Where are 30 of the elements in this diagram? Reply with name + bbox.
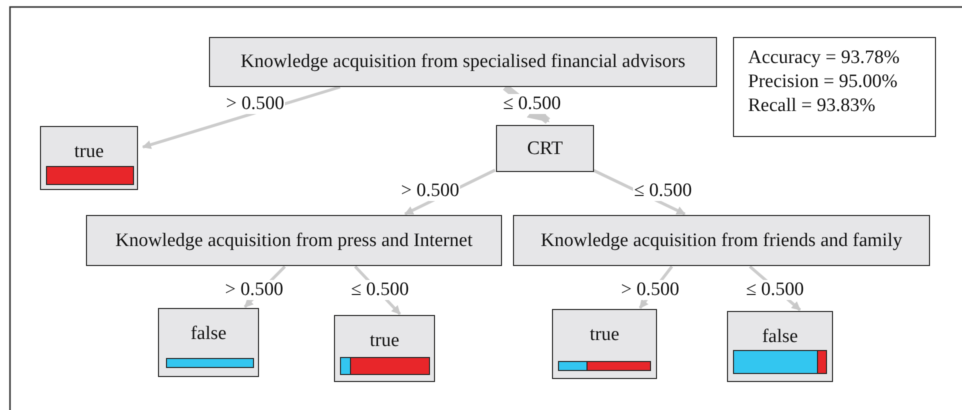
edge-label: ≤ 0.500: [502, 94, 562, 114]
metrics-box: [733, 37, 936, 137]
edge-label: ≤ 0.500: [350, 280, 410, 300]
leaf-node-box: [334, 315, 435, 382]
leaf-node-box: [727, 311, 833, 382]
leaf-node-box: [158, 308, 259, 377]
edge-label: > 0.500: [620, 280, 680, 300]
node-label: Knowledge acquisition from specialised financial advisors: [240, 51, 686, 73]
metric-text: Accuracy = 93.78%: [748, 46, 901, 70]
node-label: Knowledge acquisition from friends and family: [540, 230, 902, 252]
split-node-box: [513, 215, 930, 266]
edge-label: > 0.500: [225, 94, 286, 114]
node-label: true: [368, 330, 400, 352]
node-label: true: [73, 141, 105, 163]
split-node-box: [209, 37, 717, 87]
node-label: Knowledge acquisition from press and Internet: [115, 230, 473, 252]
leaf-node-box: [40, 126, 138, 190]
split-node-box: [86, 215, 502, 266]
edge-label: > 0.500: [224, 280, 284, 300]
metric-text: Precision = 95.00%: [748, 70, 899, 94]
edge-label: ≤ 0.500: [745, 280, 805, 300]
node-label: true: [588, 324, 620, 346]
edge-label: ≤ 0.500: [633, 181, 693, 201]
split-node-box: [496, 125, 594, 172]
node-label: false: [190, 323, 228, 345]
metric-text: Recall = 93.83%: [748, 94, 876, 118]
node-label: CRT: [527, 138, 563, 160]
edge-label: > 0.500: [400, 181, 460, 201]
node-label: false: [761, 326, 799, 348]
leaf-node-box: [552, 309, 657, 379]
